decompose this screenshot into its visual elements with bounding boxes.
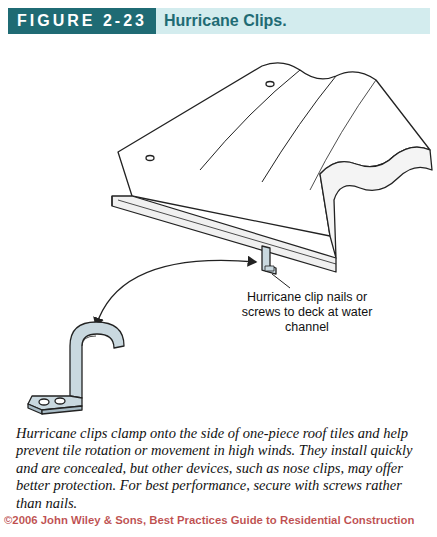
roof-tile <box>112 63 432 274</box>
figure-number: FIGURE 2-23 <box>8 8 156 34</box>
leader-line <box>272 274 290 288</box>
figure-title: Hurricane Clips. <box>164 8 287 34</box>
watermark: ©2006 John Wiley & Sons, Best Practices … <box>4 514 434 526</box>
curved-arrow <box>96 260 256 326</box>
header-bar <box>156 8 430 34</box>
figure-caption: Hurricane clips clamp onto the side of o… <box>16 425 424 513</box>
hurricane-clip <box>28 322 124 414</box>
callout-label: Hurricane clip nails or screws to deck a… <box>232 290 382 335</box>
